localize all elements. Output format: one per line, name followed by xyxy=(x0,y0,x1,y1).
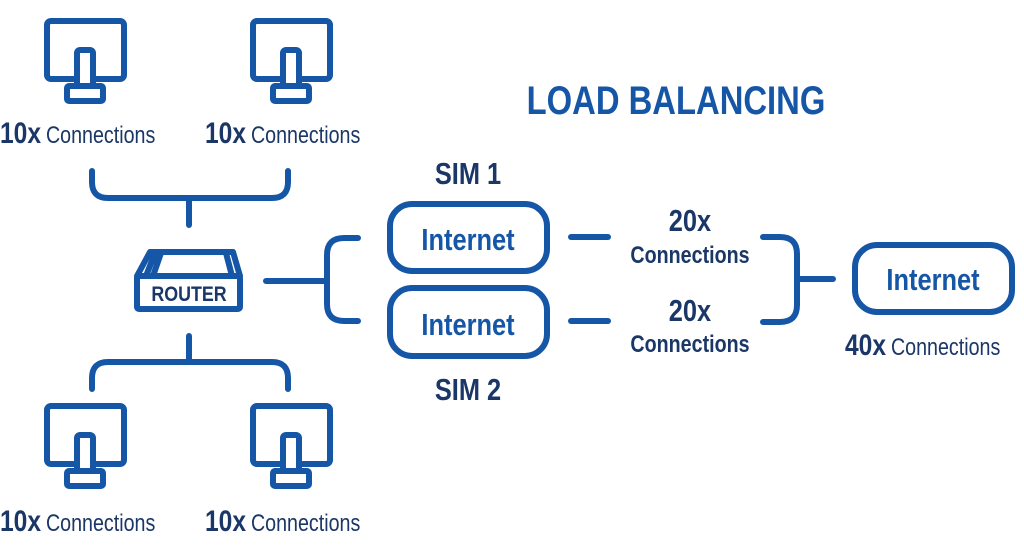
sim1-internet-box: Internet xyxy=(387,201,550,274)
sim1-connection-label: Connections xyxy=(630,241,749,268)
connection-label: Connections xyxy=(251,509,360,536)
top-brace-connector xyxy=(89,168,291,228)
monitor-icon xyxy=(44,18,127,104)
monitor-icon xyxy=(44,403,127,489)
sim2-connection-count: 20x xyxy=(669,294,712,329)
output-internet-box: Internet xyxy=(852,242,1015,315)
connection-label: Connections xyxy=(251,121,360,148)
sim2-connection-label: Connections xyxy=(630,330,749,357)
router-label: ROUTER xyxy=(151,283,226,307)
connection-count: 10x xyxy=(0,504,42,538)
diagram-title: LOAD BALANCING xyxy=(527,78,826,123)
sim2-internet-box: Internet xyxy=(387,285,550,359)
connection-label: Connections xyxy=(46,121,155,148)
sim2-label: SIM 2 xyxy=(435,373,501,408)
router-icon: ROUTER xyxy=(134,249,243,312)
router-sim-brace xyxy=(263,235,361,324)
output-brace xyxy=(760,234,836,325)
sim1-label: SIM 1 xyxy=(435,157,501,192)
internet-label: Internet xyxy=(886,263,980,298)
bottom-brace-connector xyxy=(89,333,291,392)
connection-label: Connections xyxy=(46,509,155,536)
connection-count: 10x xyxy=(205,504,247,538)
sim1-connection-count: 20x xyxy=(669,204,712,239)
internet-label: Internet xyxy=(421,308,515,343)
internet-label: Internet xyxy=(421,223,515,258)
monitor-icon xyxy=(250,403,333,489)
monitor-icon xyxy=(250,18,333,104)
connection-count: 10x xyxy=(0,116,42,150)
connection-count: 40x xyxy=(845,328,887,362)
connection-count: 10x xyxy=(205,116,247,150)
connection-label: Connections xyxy=(891,333,1000,360)
